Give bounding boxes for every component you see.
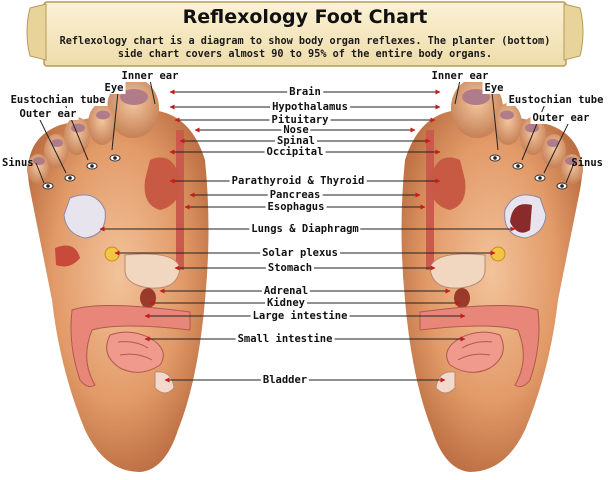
right-label-inner-ear: Inner ear xyxy=(429,70,491,82)
subtitle-line-2: side chart covers almost 90 to 95% of th… xyxy=(117,49,493,60)
label-adrenal: Adrenal xyxy=(261,285,311,297)
label-small-intestine: Small intestine xyxy=(235,333,335,345)
label-parathyroid-thyroid: Parathyroid & Thyroid xyxy=(229,175,367,187)
label-solar-plexus: Solar plexus xyxy=(260,247,340,259)
label-stomach: Stomach xyxy=(265,262,315,274)
right-label-eye: Eye xyxy=(482,82,506,94)
label-large-intestine: Large intestine xyxy=(250,310,350,322)
left-label-outer-ear: Outer ear xyxy=(17,108,79,120)
left-label-eye: Eye xyxy=(102,82,126,94)
label-spinal: Spinal xyxy=(275,135,317,147)
label-occipital: Occipital xyxy=(264,146,326,158)
left-label-inner-ear: Inner ear xyxy=(119,70,181,82)
right-label-eustachian-tube: Eustochian tube xyxy=(506,94,606,106)
subtitle-line-1: Reflexology chart is a diagram to show b… xyxy=(59,36,551,47)
label-kidney: Kidney xyxy=(265,297,307,309)
label-bladder: Bladder xyxy=(260,374,310,386)
title-banner xyxy=(26,1,584,67)
right-label-sinus: Sinus xyxy=(571,157,603,169)
right-label-outer-ear: Outer ear xyxy=(530,112,592,124)
label-lungs-diaphragm: Lungs & Diaphragm xyxy=(249,223,361,235)
left-foot xyxy=(27,78,209,472)
label-esophagus: Esophagus xyxy=(265,201,327,213)
chart-title: Reflexology Foot Chart xyxy=(182,6,428,28)
label-pancreas: Pancreas xyxy=(267,189,323,201)
left-label-eustachian-tube: Eustochian tube xyxy=(8,94,108,106)
label-pituitary: Pituitary xyxy=(269,114,331,126)
label-nose: Nose xyxy=(281,124,311,136)
chart-subtitle: Reflexology chart is a diagram to show b… xyxy=(50,35,560,61)
leader-lines xyxy=(35,79,575,383)
label-brain: Brain xyxy=(287,86,323,98)
left-label-sinus: Sinus xyxy=(2,157,34,169)
label-hypothalamus: Hypothalamus xyxy=(270,101,350,113)
right-foot xyxy=(401,78,583,472)
